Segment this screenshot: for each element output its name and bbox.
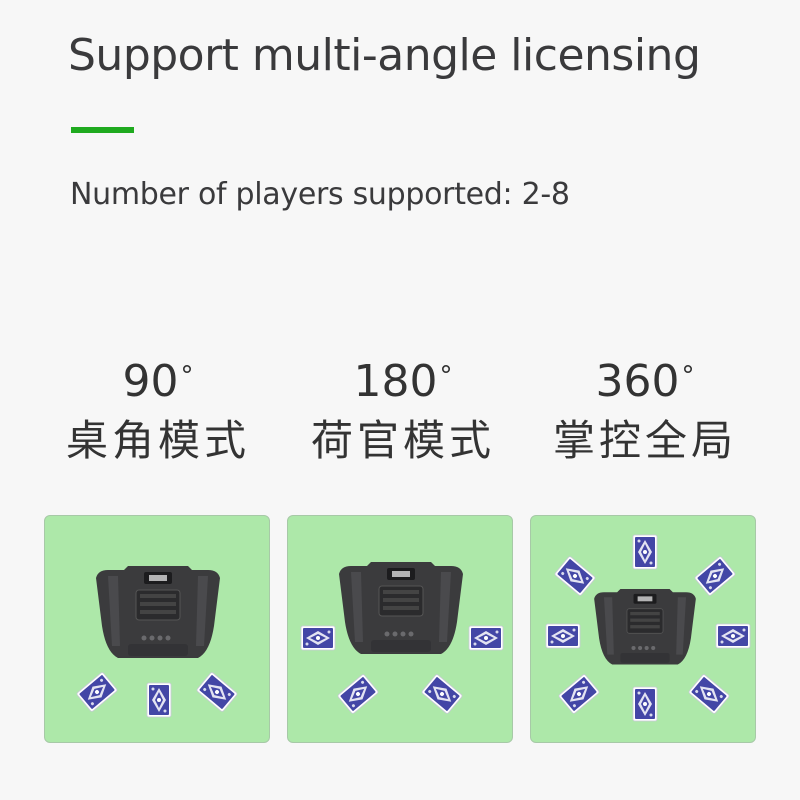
mode-name: 荷官模式 bbox=[310, 416, 495, 465]
mode-panel-90 bbox=[44, 515, 270, 743]
angle-label: 180° bbox=[353, 356, 453, 407]
mode-heading-180: 180° 荷官模式 bbox=[283, 360, 523, 464]
playing-card bbox=[715, 623, 751, 649]
playing-card bbox=[693, 555, 737, 597]
angle-label: 360° bbox=[595, 356, 695, 407]
mode-heading-360: 360° 掌控全局 bbox=[525, 360, 765, 464]
mode-panel-180 bbox=[287, 515, 513, 743]
playing-card bbox=[632, 686, 658, 722]
players-supported-text: Number of players supported: 2-8 bbox=[70, 177, 570, 212]
card-shuffler-device bbox=[95, 565, 221, 659]
mode-panel-360 bbox=[530, 515, 756, 743]
playing-card bbox=[545, 623, 581, 649]
mode-name: 桌角模式 bbox=[65, 416, 250, 465]
card-shuffler-device bbox=[338, 561, 464, 655]
playing-card bbox=[195, 671, 239, 713]
playing-card bbox=[146, 682, 172, 718]
mode-name: 掌控全局 bbox=[552, 416, 737, 465]
playing-card bbox=[420, 673, 464, 715]
playing-card bbox=[468, 625, 504, 651]
playing-card bbox=[300, 625, 336, 651]
playing-card bbox=[75, 671, 119, 713]
playing-card bbox=[687, 673, 731, 715]
angle-label: 90° bbox=[122, 356, 194, 407]
card-shuffler-device bbox=[593, 588, 697, 665]
corner-mode-illustration bbox=[75, 565, 239, 718]
mode-heading-90: 90° 桌角模式 bbox=[38, 360, 278, 464]
dealer-mode-illustration bbox=[300, 561, 504, 715]
playing-card bbox=[557, 673, 601, 715]
playing-card bbox=[553, 555, 597, 597]
full-control-mode-illustration bbox=[545, 534, 751, 722]
playing-card bbox=[336, 673, 380, 715]
page-title: Support multi-angle licensing bbox=[68, 30, 701, 81]
playing-card bbox=[632, 534, 658, 570]
title-accent-bar bbox=[71, 127, 134, 133]
